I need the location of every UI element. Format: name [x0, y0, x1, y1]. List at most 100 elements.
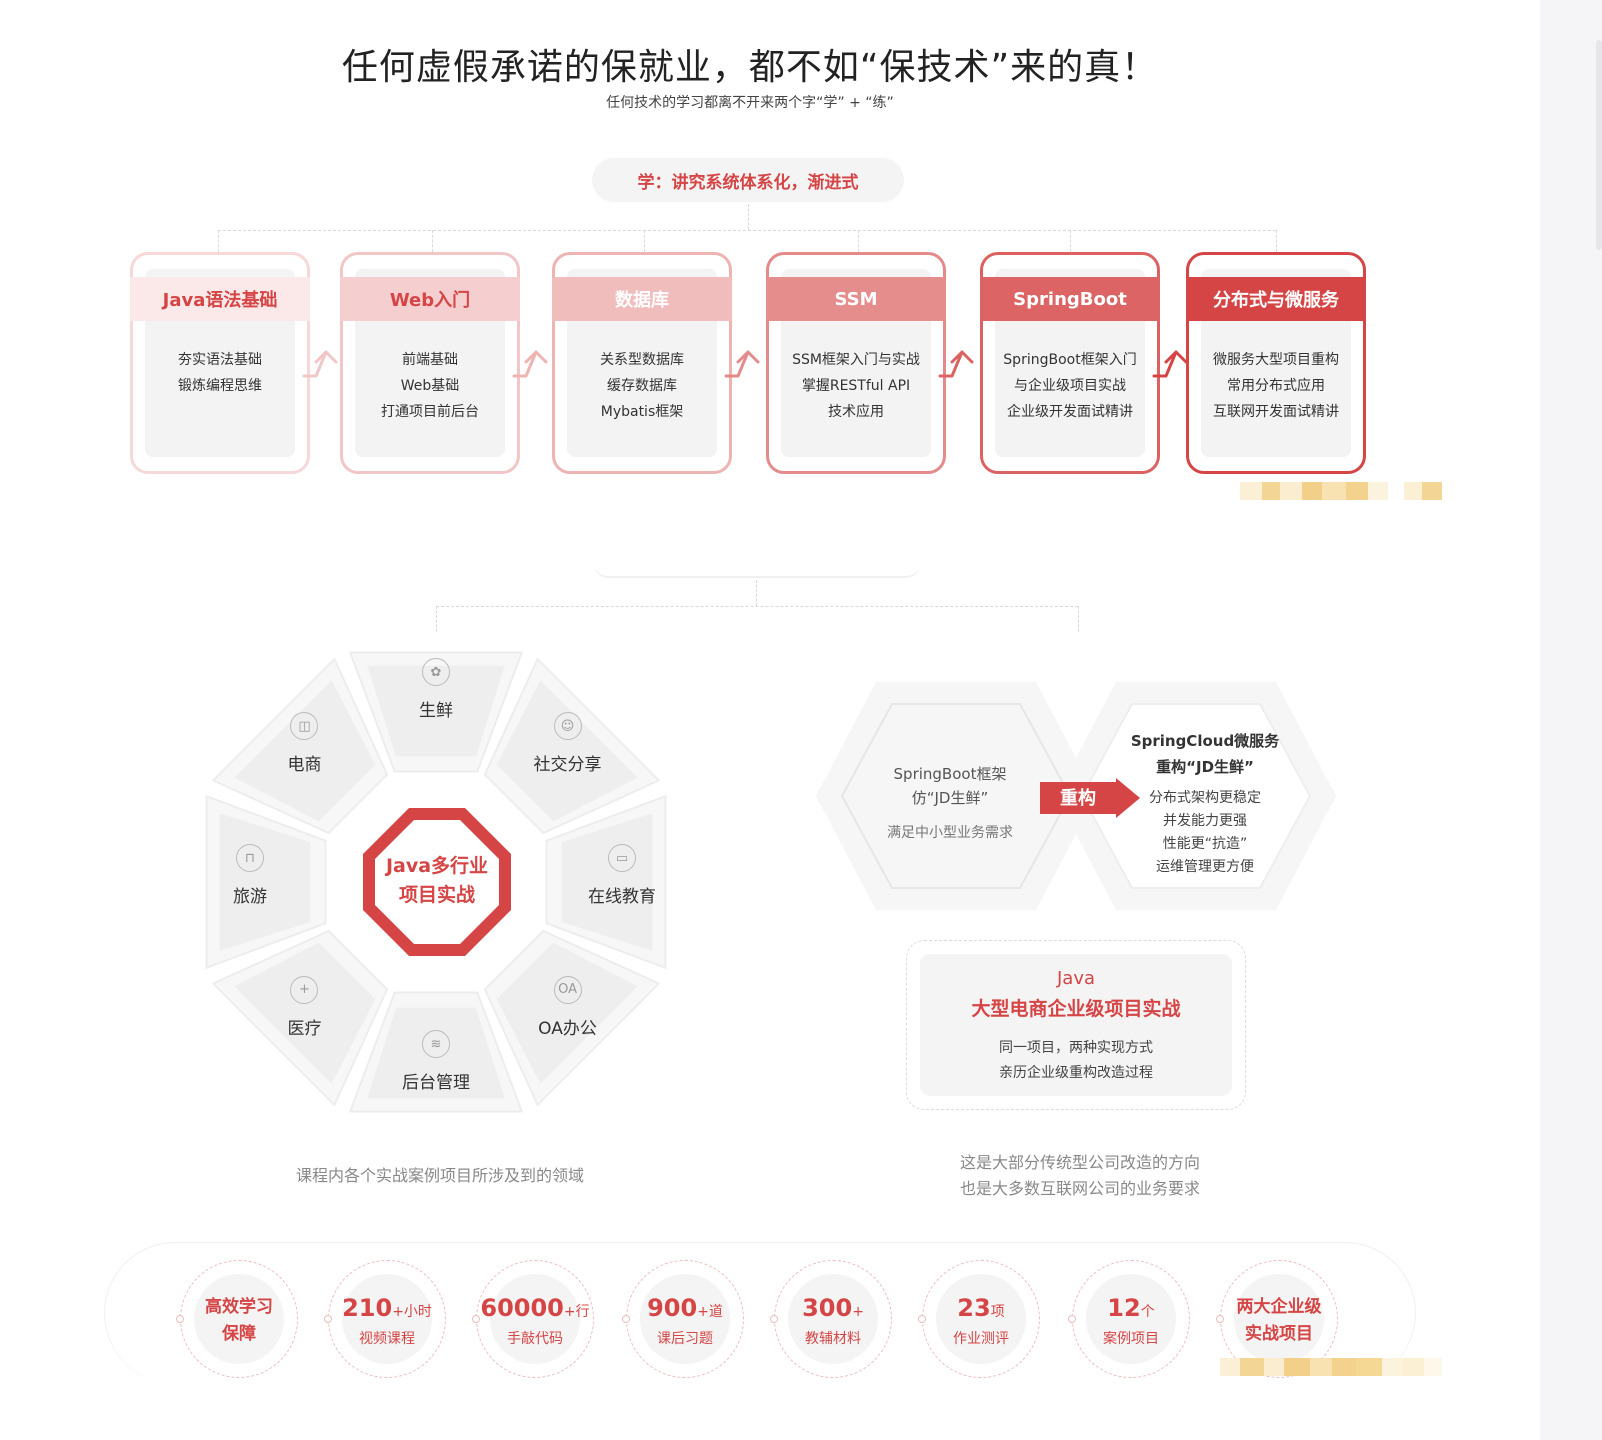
refactor-label: 重构 — [1060, 788, 1096, 809]
stat-dot — [770, 1315, 778, 1323]
springboot-title-line: SpringBoot框架 — [893, 765, 1007, 783]
medical-icon: + — [290, 975, 319, 1004]
stat-dot — [324, 1315, 332, 1323]
stats-band — [104, 1242, 1416, 1384]
stage-line: Mybatis框架 — [600, 404, 684, 420]
stat-disc — [490, 1274, 580, 1364]
connector-line — [748, 204, 749, 230]
springboot-title: SpringBoot框架 仿“JD生鲜” — [860, 762, 1040, 810]
stat-text: 高效学习保障 — [170, 1294, 308, 1348]
stat-badge: 23项作业测评 — [918, 1260, 1040, 1378]
industry-label: 生鲜 — [419, 701, 453, 721]
stat-dot — [1068, 1315, 1076, 1323]
arrow-right-icon — [512, 350, 548, 378]
arrow-right-icon — [1152, 350, 1188, 378]
stat-unit: + — [852, 1304, 864, 1320]
stat-unit: +小时 — [392, 1304, 432, 1320]
stat-value: 300 — [802, 1294, 853, 1322]
stat-badge: 60000+行手敲代码 — [472, 1260, 594, 1378]
stat-text-line: 高效学习 — [205, 1297, 273, 1317]
wheel-segment-inner — [496, 942, 638, 1084]
ecommerce-title: 大型电商企业级项目实战 — [971, 998, 1181, 1020]
stat-value: 12 — [1107, 1294, 1141, 1322]
stat-disc — [1086, 1274, 1176, 1364]
stage-lines: 夯实语法基础锻炼编程思维 — [133, 347, 307, 399]
stage-title: Web入门 — [340, 277, 520, 321]
arrow-right-icon — [724, 350, 760, 378]
stage-card: 分布式与微服务微服务大型项目重构常用分布式应用互联网开发面试精讲 — [1186, 252, 1366, 474]
stage-line: 微服务大型项目重构 — [1213, 352, 1339, 368]
stat-unit: +行 — [563, 1304, 590, 1320]
center-label-line: Java多行业 — [385, 855, 489, 877]
connector-line — [1078, 606, 1079, 632]
industry-label: 电商 — [287, 755, 322, 776]
stage-line: 企业级开发面试精讲 — [1007, 404, 1133, 420]
stat-label: 手敲代码 — [507, 1331, 563, 1347]
stage-line: SpringBoot框架入门 — [1003, 352, 1137, 368]
stage-line: 锻炼编程思维 — [178, 378, 262, 394]
connector-line — [1070, 230, 1071, 252]
wheel-segment-inner — [367, 665, 505, 757]
industry-label: 后台管理 — [402, 1073, 470, 1093]
stat-disc — [194, 1274, 284, 1364]
stage-title: SSM — [766, 277, 946, 321]
stage-line: 掌握RESTful API — [801, 378, 911, 394]
connector-line — [756, 580, 757, 606]
stage-line: SSM框架入门与实战 — [792, 352, 920, 368]
mosaic-blur — [1220, 1358, 1442, 1376]
industry-label: 社交分享 — [533, 755, 602, 776]
ecommerce-box — [906, 940, 1246, 1110]
stat-badge: 12个案例项目 — [1068, 1260, 1190, 1378]
page-title: 任何虚假承诺的保就业，都不如“保技术”来的真！ — [341, 47, 1159, 88]
stage-line: 缓存数据库 — [607, 378, 677, 394]
stat-label: 课后习题 — [657, 1331, 713, 1347]
stat-dot — [622, 1315, 630, 1323]
stat-dot — [472, 1315, 480, 1323]
industry-label: OA办公 — [538, 1018, 597, 1039]
stat-disc — [1234, 1274, 1324, 1364]
scrollbar-track[interactable] — [1540, 0, 1602, 1440]
feature-line: 并发能力更强 — [1163, 813, 1247, 829]
layers-icon: ≋ — [422, 1030, 450, 1058]
stat-badge: 高效学习保障 — [176, 1260, 298, 1378]
stat-text-line: 实战项目 — [1245, 1324, 1313, 1344]
stage-lines: 微服务大型项目重构常用分布式应用互联网开发面试精讲 — [1189, 347, 1363, 425]
luggage-icon: ⊓ — [236, 844, 264, 872]
springcloud-title: SpringCloud微服务 重构“JD生鲜” — [1110, 728, 1300, 780]
shopping-bag-icon: ◫ — [290, 712, 319, 741]
monitor-icon: ▭ — [608, 844, 636, 872]
stat-label: 视频课程 — [359, 1331, 415, 1347]
refactor-arrow — [1040, 778, 1140, 818]
industry-label: 在线教育 — [588, 887, 656, 907]
springboot-desc: 满足中小型业务需求 — [887, 825, 1013, 841]
stage-title: 分布式与微服务 — [1186, 277, 1366, 321]
connector-line — [436, 606, 437, 632]
project-caption: 这是大部分传统型公司改造的方向 也是大多数互联网公司的业务要求 — [880, 1150, 1280, 1202]
page-subtitle: 任何技术的学习都离不开来两个字“学” + “练” — [606, 95, 894, 111]
stat-unit: 个 — [1140, 1304, 1155, 1320]
stat-badge: 两大企业级实战项目 — [1216, 1260, 1338, 1378]
connector-line — [644, 230, 645, 252]
connector-line — [432, 230, 433, 252]
oa-icon: OA — [553, 975, 582, 1004]
stat-number: 23项 — [912, 1294, 1050, 1322]
stat-value: 900 — [647, 1294, 698, 1322]
stat-value: 23 — [957, 1294, 991, 1322]
stat-label: 教辅材料 — [805, 1331, 861, 1347]
stat-label: 案例项目 — [1103, 1331, 1159, 1347]
ecommerce-desc-line: 同一项目，两种实现方式 — [999, 1040, 1153, 1056]
stat-number: 12个 — [1062, 1294, 1200, 1322]
scrollbar-thumb[interactable] — [1596, 40, 1602, 250]
industries-caption: 课程内各个实战案例项目所涉及到的领域 — [295, 1166, 584, 1185]
stat-disc — [788, 1274, 878, 1364]
connector-line — [1276, 230, 1277, 252]
stage-title: 数据库 — [552, 277, 732, 321]
stage-line: 与企业级项目实战 — [1014, 378, 1126, 394]
stat-value: 60000 — [480, 1294, 564, 1322]
stat-dot — [1216, 1315, 1224, 1323]
ecommerce-panel — [920, 954, 1232, 1096]
stat-unit: 项 — [990, 1304, 1005, 1320]
stat-badge: 900+道课后习题 — [622, 1260, 744, 1378]
